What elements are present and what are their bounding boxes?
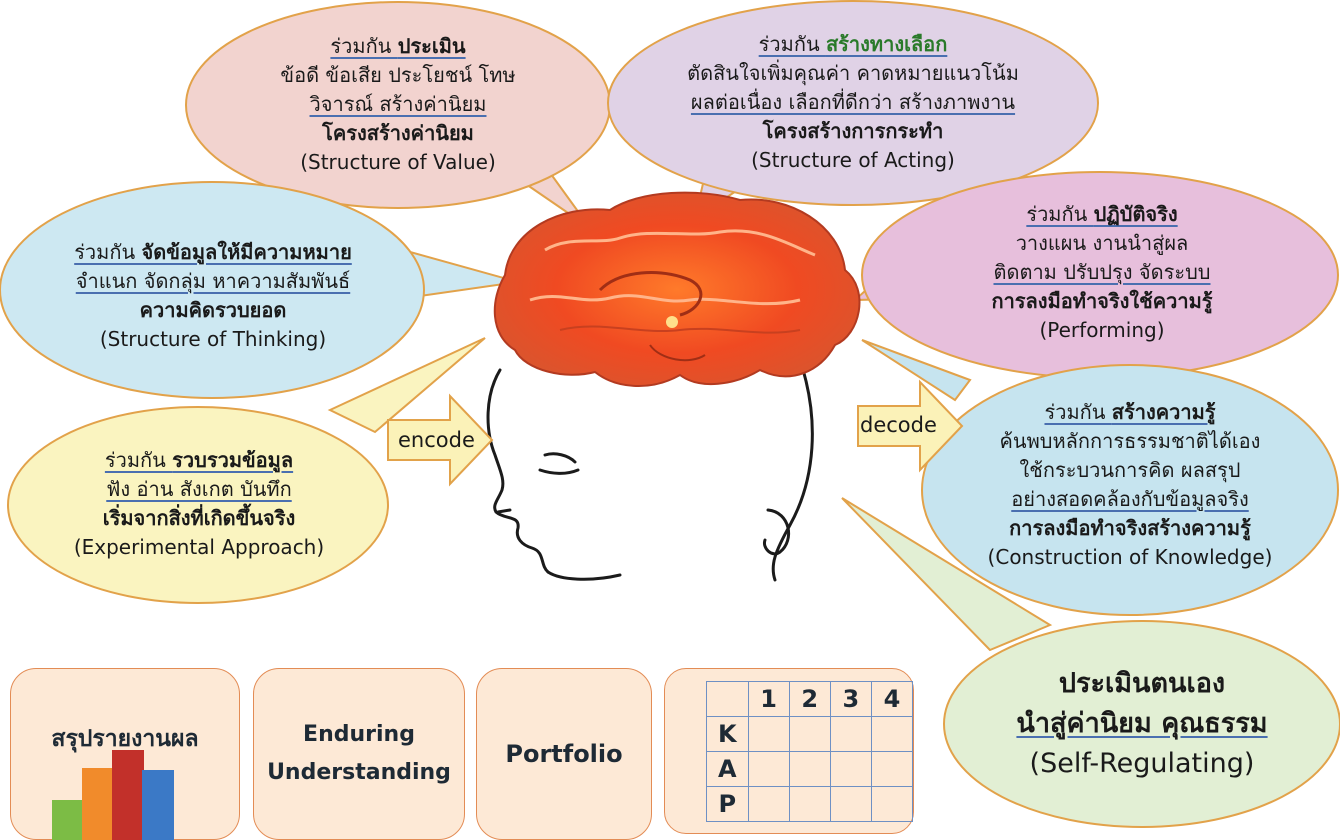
performing-line2: วางแผน งานนำสู่ผล [902,229,1302,258]
performing-line3: ติดตาม ปรับปรุง จัดระบบ [993,260,1210,284]
chart-bar-orange [82,768,114,840]
acting-line1-bold: สร้างทางเลือก [826,32,947,56]
kap-cell [871,787,912,822]
kap-cell [789,717,830,752]
acting-line1-prefix: ร่วมกัน [759,32,826,56]
acting-line3: ผลต่อเนื่อง เลือกที่ดีกว่า สร้างภาพงาน [691,90,1015,114]
acting-bubble: ร่วมกัน สร้างทางเลือก ตัดสินใจเพิ่มคุณค่… [633,30,1073,175]
experimental-line3: เริ่มจากสิ่งที่เกิดขึ้นจริง [40,504,358,533]
chart-bar-blue [142,770,174,840]
thinking-bubble: ร่วมกัน จัดข้อมูลให้มีความหมาย จำแนก จัด… [22,238,404,354]
acting-line4: โครงสร้างการกระทำ [633,117,1073,146]
experimental-bubble: ร่วมกัน รวบรวมข้อมูล ฟัง อ่าน สังเกต บัน… [40,446,358,562]
knowledge-line3: ใช้กระบวนการคิด ผลสรุป [945,456,1315,485]
value-line2: ข้อดี ข้อเสีย ประโยชน์ โทษ [218,61,578,90]
encode-label: encode [398,428,475,452]
self-regulating-bubble: ประเมินตนเอง นำสู่ค่านิยม คุณธรรม (Self-… [962,664,1322,784]
kap-cell [789,787,830,822]
kap-table-container: 1 2 3 4 K A P [664,668,914,834]
portfolio-label: Portfolio [505,740,622,768]
thinking-line1-bold: จัดข้อมูลให้มีความหมาย [141,240,351,264]
value-bubble: ร่วมกัน ประเมิน ข้อดี ข้อเสีย ประโยชน์ โ… [218,32,578,177]
kap-cell [830,752,871,787]
experimental-line1-prefix: ร่วมกัน [105,448,172,472]
self-regulating-line2: นำสู่ค่านิยม คุณธรรม [1016,708,1267,739]
value-line1-prefix: ร่วมกัน [330,34,397,58]
brain-illustration [495,193,860,386]
summary-chart-icon [48,748,188,840]
value-line4: โครงสร้างค่านิยม [218,119,578,148]
chart-bar-green [52,800,84,840]
knowledge-line4: อย่างสอดคล้องกับข้อมูลจริง [1011,487,1249,511]
knowledge-bubble: ร่วมกัน สร้างความรู้ ค้นพบหลักการธรรมชาต… [945,398,1315,572]
kap-corner-cell [707,682,749,717]
knowledge-line1-prefix: ร่วมกัน [1044,400,1111,424]
kap-cell [830,787,871,822]
kap-col-header: 3 [830,682,871,717]
kap-cell [748,787,789,822]
knowledge-line1-bold: สร้างความรู้ [1112,400,1216,424]
enduring-line1: Enduring [303,716,415,754]
kap-cell [871,717,912,752]
knowledge-line2: ค้นพบหลักการธรรมชาติได้เอง [945,427,1315,456]
kap-cell [871,752,912,787]
acting-line2: ตัดสินใจเพิ่มคุณค่า คาดหมายแนวโน้ม [633,59,1073,88]
thinking-line4: (Structure of Thinking) [22,325,404,354]
thinking-line2: จำแนก จัดกลุ่ม หาความสัมพันธ์ [76,269,350,293]
self-regulating-line1: ประเมินตนเอง [962,664,1322,704]
thinking-line3: ความคิดรวบยอด [22,296,404,325]
kap-col-header: 1 [748,682,789,717]
chart-bar-red [112,750,144,840]
kap-row-header: K [707,717,749,752]
value-line1-bold: ประเมิน [398,34,466,58]
kap-cell [789,752,830,787]
value-line5: (Structure of Value) [218,148,578,177]
knowledge-line6: (Construction of Knowledge) [945,543,1315,572]
kap-cell [748,752,789,787]
kap-row-header: P [707,787,749,822]
kap-cell [748,717,789,752]
kap-cell [830,717,871,752]
kap-col-header: 2 [789,682,830,717]
performing-line1-bold: ปฏิบัติจริง [1094,202,1178,226]
kap-row-header: A [707,752,749,787]
performing-line1-prefix: ร่วมกัน [1026,202,1093,226]
knowledge-line5: การลงมือทำจริงสร้างความรู้ [945,514,1315,543]
performing-line4: การลงมือทำจริงใช้ความรู้ [902,287,1302,316]
value-line3: วิจารณ์ สร้างค่านิยม [310,92,487,116]
portfolio-card: Portfolio [476,668,652,840]
experimental-line2: ฟัง อ่าน สังเกต บันทึก [106,477,291,501]
head-outline [488,360,812,580]
thinking-line1-prefix: ร่วมกัน [74,240,141,264]
experimental-line1-bold: รวบรวมข้อมูล [172,448,293,472]
performing-bubble: ร่วมกัน ปฏิบัติจริง วางแผน งานนำสู่ผล ติ… [902,200,1302,345]
enduring-line2: Understanding [267,754,451,792]
decode-label: decode [860,413,937,437]
enduring-understanding-card: Enduring Understanding [253,668,465,840]
experimental-line4: (Experimental Approach) [40,533,358,562]
performing-line5: (Performing) [902,316,1302,345]
kap-col-header: 4 [871,682,912,717]
acting-line5: (Structure of Acting) [633,146,1073,175]
kap-table: 1 2 3 4 K A P [706,681,913,822]
self-regulating-line3: (Self-Regulating) [962,744,1322,784]
